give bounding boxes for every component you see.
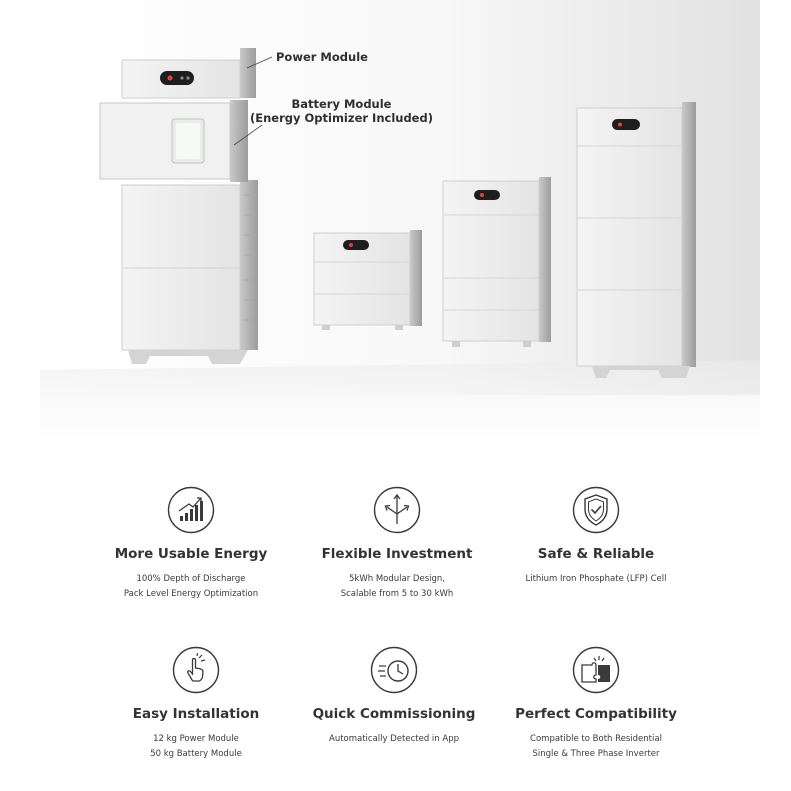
feature-line: Pack Level Energy Optimization xyxy=(123,589,259,599)
puzzle-pieces-icon xyxy=(572,646,620,694)
feature-line: 5kWh Modular Design, xyxy=(349,574,445,584)
feature-flexible-investment: Flexible Investment 5kWh Modular Design,… xyxy=(297,486,497,602)
feature-line: 100% Depth of Discharge xyxy=(136,574,246,584)
battery-unit-small xyxy=(313,230,422,330)
feature-description: Lithium Iron Phosphate (LFP) Cell xyxy=(496,572,696,587)
power-module-callout: Power Module xyxy=(276,50,368,64)
shield-check-icon xyxy=(572,486,620,534)
touch-hand-icon xyxy=(172,646,220,694)
fast-timer-icon xyxy=(370,646,418,694)
product-hero-image xyxy=(40,0,760,440)
battery-module-label: Battery Module xyxy=(291,97,392,111)
feature-description: 12 kg Power Module 50 kg Battery Module xyxy=(96,732,296,762)
battery-unit-medium xyxy=(442,177,551,347)
power-module-label: Power Module xyxy=(276,50,368,64)
feature-line: Single & Three Phase Inverter xyxy=(532,749,660,759)
exploded-battery-unit xyxy=(99,48,273,364)
feature-more-usable-energy: More Usable Energy 100% Depth of Dischar… xyxy=(91,486,291,602)
feature-title: Easy Installation xyxy=(132,706,260,722)
feature-line: Automatically Detected in App xyxy=(329,734,459,744)
feature-title: Quick Commissioning xyxy=(312,706,476,722)
feature-easy-installation: Easy Installation 12 kg Power Module 50 … xyxy=(96,646,296,762)
feature-line: 12 kg Power Module xyxy=(153,734,239,744)
feature-perfect-compatibility: Perfect Compatibility Compatible to Both… xyxy=(496,646,696,762)
feature-title: Flexible Investment xyxy=(321,546,473,562)
feature-title: Perfect Compatibility xyxy=(515,706,677,722)
feature-safe-reliable: Safe & Reliable Lithium Iron Phosphate (… xyxy=(496,486,696,587)
feature-description: Compatible to Both Residential Single & … xyxy=(496,732,696,762)
battery-module-sublabel: (Energy Optimizer Included) xyxy=(250,111,433,125)
feature-quick-commissioning: Quick Commissioning Automatically Detect… xyxy=(294,646,494,747)
feature-description: 100% Depth of Discharge Pack Level Energ… xyxy=(91,572,291,602)
feature-line: Scalable from 5 to 30 kWh xyxy=(340,589,454,599)
feature-title: Safe & Reliable xyxy=(537,546,655,562)
feature-line: 50 kg Battery Module xyxy=(150,749,242,759)
feature-line: Lithium Iron Phosphate (LFP) Cell xyxy=(525,574,667,584)
battery-unit-large xyxy=(576,102,696,378)
feature-title: More Usable Energy xyxy=(114,546,268,562)
battery-module-callout: Battery Module (Energy Optimizer Include… xyxy=(250,97,433,125)
feature-description: Automatically Detected in App xyxy=(294,732,494,747)
branching-arrows-icon xyxy=(373,486,421,534)
feature-description: 5kWh Modular Design, Scalable from 5 to … xyxy=(297,572,497,602)
feature-line: Compatible to Both Residential xyxy=(530,734,662,744)
bar-chart-growth-icon xyxy=(167,486,215,534)
